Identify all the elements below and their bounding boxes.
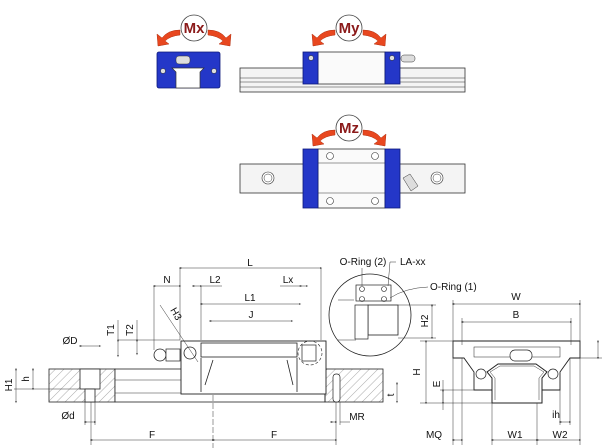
dim-L2-label: L2: [209, 275, 221, 286]
dim-E-label: E: [432, 380, 443, 387]
dim-Lx-label: Lx: [283, 275, 294, 286]
grease-nipple-icon: [402, 173, 419, 192]
curved-arrow-right-icon: [362, 129, 387, 147]
dim-L-label: L: [247, 258, 253, 269]
moment-mz-illustration: Mz: [239, 114, 466, 209]
front-view-drawing: [452, 340, 581, 404]
la-xx-label: LA-xx: [400, 257, 426, 268]
dim-W-label: W: [511, 292, 521, 303]
dim-T2-label: T2: [125, 324, 136, 336]
dim-H1-label: H1: [4, 378, 15, 391]
side-view-drawing: [48, 340, 384, 448]
dim-F-left-label: F: [149, 430, 155, 441]
moment-mx-illustration: Mx: [156, 14, 232, 89]
dim-N-label: N: [163, 275, 170, 286]
moment-my-label: My: [339, 20, 360, 37]
dim-H3-label: H3: [167, 306, 183, 323]
dim-W2-label: W2: [553, 430, 568, 441]
curved-arrow-right-icon: [207, 29, 232, 47]
dim-H2-label: H2: [420, 314, 431, 327]
curved-arrow-left-icon: [311, 29, 336, 47]
dim-F-right-label: F: [271, 430, 277, 441]
curved-arrow-left-icon: [311, 129, 336, 147]
o-ring-2-label: O-Ring (2): [340, 257, 387, 268]
dim-L1-label: L1: [244, 293, 256, 304]
moment-mx-label: Mx: [184, 20, 205, 37]
dim-h-label: h: [21, 376, 32, 382]
dim-MQ-label: MQ: [426, 430, 442, 441]
moment-my-illustration: My: [239, 14, 466, 93]
curved-arrow-right-icon: [362, 29, 387, 47]
dim-J-label: J: [249, 310, 254, 321]
dim-t-label: t: [386, 393, 397, 396]
o-ring-1-label: O-Ring (1): [430, 282, 477, 293]
dim-T1-label: T1: [106, 324, 117, 336]
dim-MR-label: MR: [349, 412, 365, 423]
dim-W1-label: W1: [508, 430, 523, 441]
moment-mz-label: Mz: [339, 120, 359, 137]
curved-arrow-left-icon: [156, 29, 181, 47]
detail-view-seal: O-Ring (2) LA-xx O-Ring (1) H2: [328, 257, 477, 357]
dim-H-label: H: [412, 368, 423, 375]
dim-ih-label: ih: [552, 410, 560, 421]
dim-OD-label: ØD: [63, 336, 78, 347]
dim-B-label: B: [513, 310, 520, 321]
dim-Od-label: Ød: [61, 411, 74, 422]
front-view-dimensions: W B H E ih MQ W1 W2: [412, 292, 602, 445]
grease-nipple-icon: [400, 54, 416, 63]
